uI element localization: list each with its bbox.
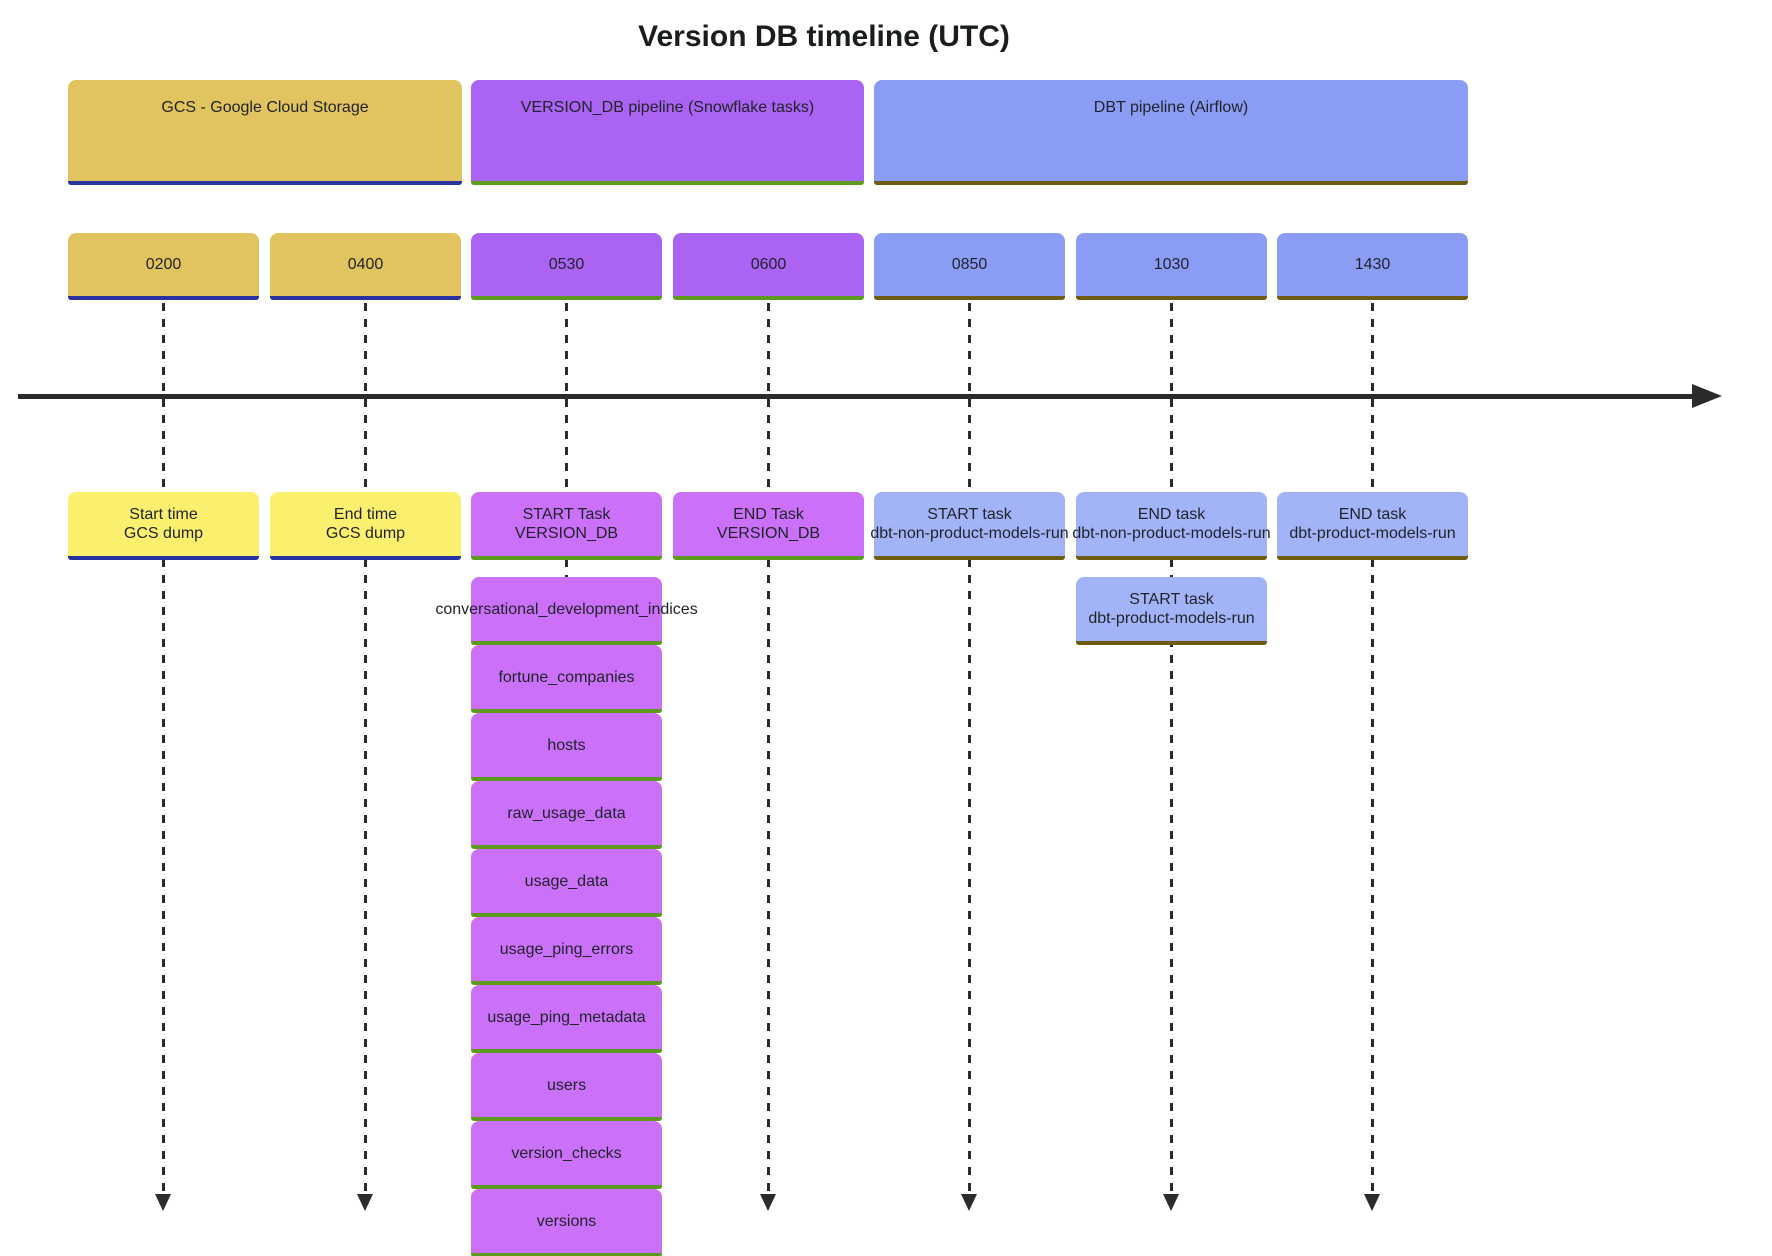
- event-line1: START task: [1129, 591, 1214, 608]
- dashed-line-1430: [1371, 303, 1374, 1196]
- table-box-versions: versions: [471, 1189, 662, 1256]
- table-box-usage-ping-metadata: usage_ping_metadata: [471, 985, 662, 1053]
- time-box-0400: 0400: [270, 233, 461, 300]
- section-label: DBT pipeline (Airflow): [1093, 99, 1249, 116]
- table-box-conversational-development-indices: conversational_development_indices: [435, 577, 698, 645]
- section-label: GCS - Google Cloud Storage: [161, 99, 369, 116]
- table-label: usage_ping_errors: [499, 940, 634, 958]
- event-line2: VERSION_DB: [716, 525, 821, 542]
- down-arrowhead-icon: [961, 1194, 977, 1211]
- event-start-dbt-non-product-models-run: START task dbt-non-product-models-run: [870, 492, 1069, 560]
- event-line2: dbt-product-models-run: [1088, 610, 1255, 627]
- time-box-0200: 0200: [68, 233, 259, 300]
- event-line2: VERSION_DB: [514, 525, 619, 542]
- dashed-line-0850: [968, 303, 971, 1196]
- event-end-dbt-non-product-models-run: END task dbt-non-product-models-run: [1072, 492, 1271, 560]
- down-arrowhead-icon: [760, 1194, 776, 1211]
- time-label: 0850: [951, 256, 988, 273]
- event-line2: GCS dump: [123, 525, 204, 542]
- section-gcs: GCS - Google Cloud Storage: [68, 80, 462, 185]
- event-line2: dbt-non-product-models-run: [870, 525, 1069, 542]
- event-line1: End time: [333, 506, 398, 523]
- table-label: users: [546, 1076, 587, 1094]
- dashed-line-0400: [364, 303, 367, 1196]
- table-box-raw-usage-data: raw_usage_data: [471, 781, 662, 849]
- down-arrowhead-icon: [155, 1194, 171, 1211]
- table-box-version-checks: version_checks: [471, 1121, 662, 1189]
- event-line1: START Task: [522, 506, 611, 523]
- table-label: fortune_companies: [498, 668, 635, 686]
- dashed-line-0200: [162, 303, 165, 1196]
- table-box-fortune-companies: fortune_companies: [471, 645, 662, 713]
- time-label: 0200: [145, 256, 182, 273]
- event-end-gcs-dump: End time GCS dump: [270, 492, 461, 560]
- event-line2: dbt-non-product-models-run: [1072, 525, 1271, 542]
- table-box-hosts: hosts: [471, 713, 662, 781]
- table-box-usage-ping-errors: usage_ping_errors: [471, 917, 662, 985]
- dashed-line-1030: [1170, 303, 1173, 1196]
- time-box-1430: 1430: [1277, 233, 1468, 300]
- down-arrowhead-icon: [1163, 1194, 1179, 1211]
- event-line1: START task: [927, 506, 1012, 523]
- table-label: hosts: [547, 736, 586, 754]
- diagram-title: Version DB timeline (UTC): [638, 20, 1010, 53]
- table-box-usage-data: usage_data: [471, 849, 662, 917]
- table-box-users: users: [471, 1053, 662, 1121]
- table-label: version_checks: [511, 1144, 622, 1162]
- event-start-gcs-dump: Start time GCS dump: [68, 492, 259, 560]
- time-box-0600: 0600: [673, 233, 864, 300]
- table-label: usage_ping_metadata: [487, 1008, 646, 1026]
- time-label: 0530: [548, 256, 585, 273]
- down-arrowhead-icon: [357, 1194, 373, 1211]
- time-label: 0400: [347, 256, 384, 273]
- time-box-0530: 0530: [471, 233, 662, 300]
- table-label: usage_data: [524, 872, 609, 890]
- down-arrowhead-icon: [1364, 1194, 1380, 1211]
- right-arrowhead-icon: [1692, 384, 1722, 408]
- event-line1: END task: [1137, 506, 1206, 523]
- event-line1: END task: [1338, 506, 1407, 523]
- dashed-line-0600: [767, 303, 770, 1196]
- table-label: versions: [536, 1212, 597, 1230]
- time-label: 1430: [1354, 256, 1391, 273]
- table-label: raw_usage_data: [507, 804, 626, 822]
- event-line1: Start time: [129, 506, 198, 523]
- event-line1: END Task: [733, 506, 804, 523]
- event-end-dbt-product-models-run: END task dbt-product-models-run: [1277, 492, 1468, 560]
- event-line2: GCS dump: [325, 525, 406, 542]
- time-box-1030: 1030: [1076, 233, 1267, 300]
- timeline-axis: [18, 394, 1694, 399]
- event-start-dbt-product-models-run: START task dbt-product-models-run: [1076, 577, 1267, 645]
- section-label: VERSION_DB pipeline (Snowflake tasks): [520, 99, 815, 116]
- time-label: 0600: [750, 256, 787, 273]
- time-box-0850: 0850: [874, 233, 1065, 300]
- event-end-task-version-db: END Task VERSION_DB: [673, 492, 864, 560]
- event-line2: dbt-product-models-run: [1289, 525, 1456, 542]
- time-label: 1030: [1153, 256, 1190, 273]
- table-label: conversational_development_indices: [435, 600, 698, 618]
- section-dbt-pipeline: DBT pipeline (Airflow): [874, 80, 1468, 185]
- section-version-db-pipeline: VERSION_DB pipeline (Snowflake tasks): [471, 80, 864, 185]
- event-start-task-version-db: START Task VERSION_DB: [471, 492, 662, 560]
